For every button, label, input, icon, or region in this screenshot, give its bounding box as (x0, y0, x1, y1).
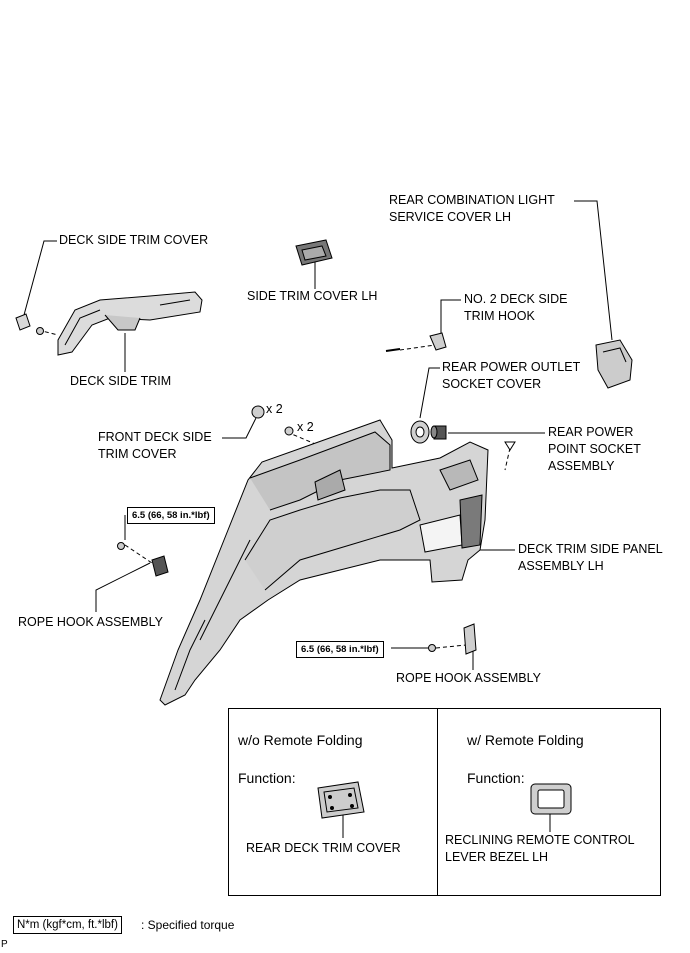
torque-spec-left: 6.5 (66, 58 in.*lbf) (127, 507, 215, 524)
label-side-trim-cover-lh: SIDE TRIM COVER LH (247, 289, 378, 303)
label-front-deck-side-trim-cover: FRONT DECK SIDE TRIM COVER (98, 430, 212, 461)
clip-part (284, 426, 294, 436)
leader-no2-hook (440, 299, 461, 333)
leader-deck-side-trim-cover (23, 240, 57, 316)
torque-spec-right: 6.5 (66, 58 in.*lbf) (296, 641, 384, 658)
bolt-left (117, 542, 125, 550)
screw-hook (385, 348, 401, 352)
label-rear-power-point-socket-assembly: REAR POWER POINT SOCKET ASSEMBLY (548, 425, 641, 473)
reclining-remote-control-lever-bezel-part (530, 783, 572, 815)
leader-rope-hook-left (95, 562, 151, 612)
label-reclining-remote-control-lever-bezel-lh: RECLINING REMOTE CONTROL LEVER BEZEL LH (445, 833, 635, 864)
leader-front-deck-cover (222, 417, 257, 439)
deck-side-trim-part (57, 291, 203, 356)
deck-side-clip (36, 327, 44, 335)
leader-rear-combination-cover (574, 200, 613, 341)
no2-deck-side-trim-hook-part (429, 332, 447, 351)
front-deck-side-trim-cover-part (251, 405, 265, 419)
label-rope-hook-assembly-right: ROPE HOOK ASSEMBLY (396, 671, 541, 685)
rear-combination-light-service-cover-part (595, 339, 633, 389)
deck-side-trim-cover-part (15, 313, 31, 331)
legend-torque-box: N*m (kgf*cm, ft.*lbf) (13, 916, 122, 934)
rear-power-outlet-socket-cover-part (410, 420, 430, 444)
side-trim-cover-lh-part (295, 239, 333, 266)
label-rear-power-outlet-socket-cover: REAR POWER OUTLET SOCKET COVER (442, 360, 581, 391)
leader-outlet-cover (419, 367, 440, 419)
inset-with-remote-folding (437, 708, 661, 896)
screw-part (504, 441, 516, 451)
corner-mark: P (1, 939, 8, 950)
inset-right-title: w/ Remote Folding Function: (467, 732, 584, 786)
label-no2-deck-side-trim-hook: NO. 2 DECK SIDE TRIM HOOK (464, 292, 568, 323)
rear-power-point-socket-part (430, 425, 447, 440)
bolt-right (428, 644, 436, 652)
deck-trim-side-panel-assembly-lh-part (159, 419, 489, 706)
rope-hook-left-part (151, 555, 169, 577)
quantity-x2-clip-b: x 2 (297, 420, 314, 434)
inset-left-title: w/o Remote Folding Function: (238, 732, 363, 786)
legend-torque-text: : Specified torque (141, 918, 235, 932)
label-rear-deck-trim-cover: REAR DECK TRIM COVER (246, 841, 401, 855)
label-deck-side-trim-cover: DECK SIDE TRIM COVER (59, 233, 209, 247)
label-deck-trim-side-panel-assembly-lh: DECK TRIM SIDE PANEL ASSEMBLY LH (518, 542, 663, 573)
quantity-x2-clip-a: x 2 (266, 402, 283, 416)
label-rope-hook-assembly-left: ROPE HOOK ASSEMBLY (18, 615, 163, 629)
label-rear-combination-light-service-cover: REAR COMBINATION LIGHT SERVICE COVER LH (389, 193, 555, 224)
rear-deck-trim-cover-part (317, 781, 365, 819)
label-deck-side-trim: DECK SIDE TRIM (70, 374, 172, 388)
rope-hook-right-part (463, 623, 477, 655)
